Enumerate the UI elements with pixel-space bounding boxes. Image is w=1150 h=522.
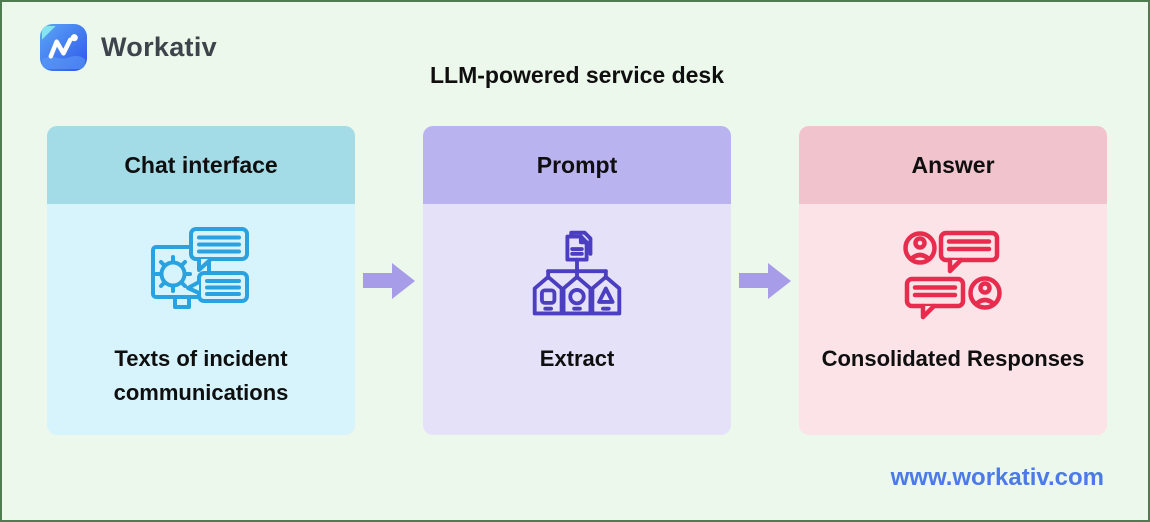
card-header-label: Chat interface <box>124 151 278 178</box>
flow-connector <box>355 126 423 435</box>
card-body: Consolidated Responses <box>799 204 1107 435</box>
brand-name: Workativ <box>101 32 217 62</box>
flow-connector <box>731 126 799 435</box>
arrow-right-icon <box>739 262 791 299</box>
website-link[interactable]: www.workativ.com <box>890 464 1104 491</box>
card-answer: Answer <box>799 126 1107 435</box>
card-header-label: Answer <box>911 151 995 178</box>
card-label: Texts of incident communications <box>113 346 289 406</box>
card-chat-interface: Chat interface <box>47 126 355 435</box>
card-label: Extract <box>539 346 615 371</box>
card-header-label: Prompt <box>536 151 618 178</box>
arrow-right-icon <box>363 262 415 299</box>
card-header: Chat interface <box>47 126 355 204</box>
card-body: Extract <box>423 204 731 435</box>
card-label: Consolidated Responses <box>821 346 1085 371</box>
page-title: LLM-powered service desk <box>430 62 724 88</box>
card-header: Prompt <box>423 126 731 204</box>
flow-diagram: Chat interface <box>47 126 1107 435</box>
chat-responses-icon <box>901 226 1005 324</box>
document-classification-icon <box>527 226 627 324</box>
card-header: Answer <box>799 126 1107 204</box>
monitor-gear-chat-icon <box>149 226 253 324</box>
brand-logo: Workativ <box>40 24 217 71</box>
workativ-logo-icon <box>40 24 87 71</box>
card-prompt: Prompt <box>423 126 731 435</box>
card-body: Texts of incident communications <box>47 204 355 435</box>
